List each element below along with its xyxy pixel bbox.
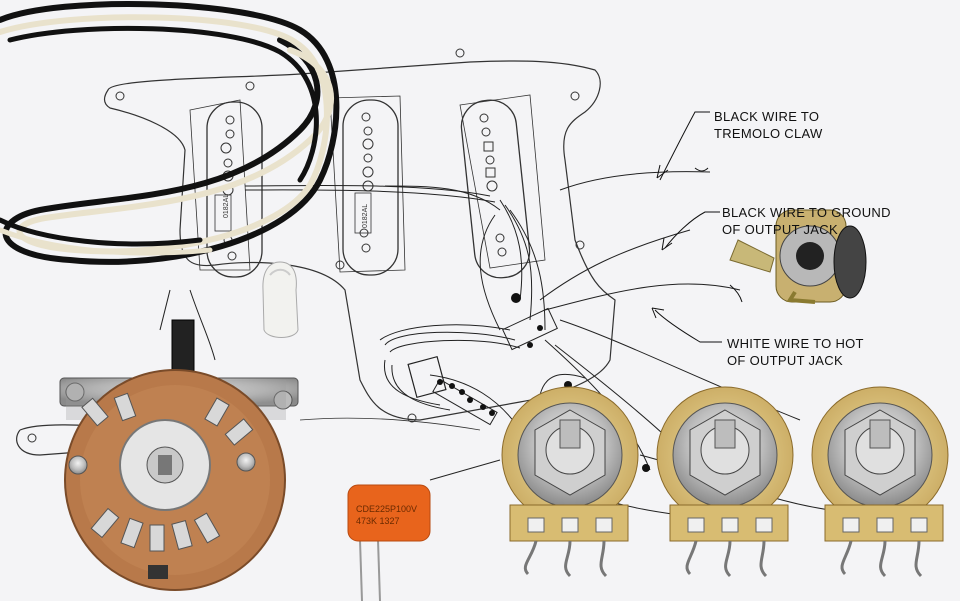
capacitor: CDE225P100V 473K 1327 (347, 484, 431, 601)
callout-ground-line-1: BLACK WIRE TO GROUND (722, 205, 891, 220)
callout-tremolo: BLACK WIRE TO TREMOLO CLAW (714, 108, 823, 142)
callout-hot: WHITE WIRE TO HOT OF OUTPUT JACK (727, 335, 864, 369)
potentiometer-tone-1 (656, 386, 794, 578)
callout-ground-line-2: OF OUTPUT JACK (722, 222, 838, 237)
callout-ground: BLACK WIRE TO GROUND OF OUTPUT JACK (722, 204, 891, 238)
middle-pickup: 0182AL (342, 99, 399, 276)
callout-tremolo-line-2: TREMOLO CLAW (714, 126, 823, 141)
callout-hot-line-2: OF OUTPUT JACK (727, 353, 843, 368)
middle-pickup-label: 0182AL (362, 204, 369, 228)
potentiometer-tone-2 (811, 386, 949, 578)
wire-bundle (0, 1, 340, 265)
callout-leaders (651, 111, 743, 343)
screw-holes (27, 48, 585, 443)
capacitor-line-1: CDE225P100V (356, 504, 417, 514)
potentiometer-volume (501, 386, 639, 578)
capacitor-line-2: 473K 1327 (356, 516, 400, 526)
callout-tremolo-line-1: BLACK WIRE TO (714, 109, 820, 124)
output-jack (729, 209, 867, 304)
five-way-switch (59, 319, 299, 591)
diagram-switch (407, 293, 650, 472)
neck-pickup-label: 0182AL (223, 194, 230, 218)
callout-hot-line-1: WHITE WIRE TO HOT (727, 336, 864, 351)
switch-tip (262, 261, 299, 338)
bridge-pickup (460, 99, 531, 279)
